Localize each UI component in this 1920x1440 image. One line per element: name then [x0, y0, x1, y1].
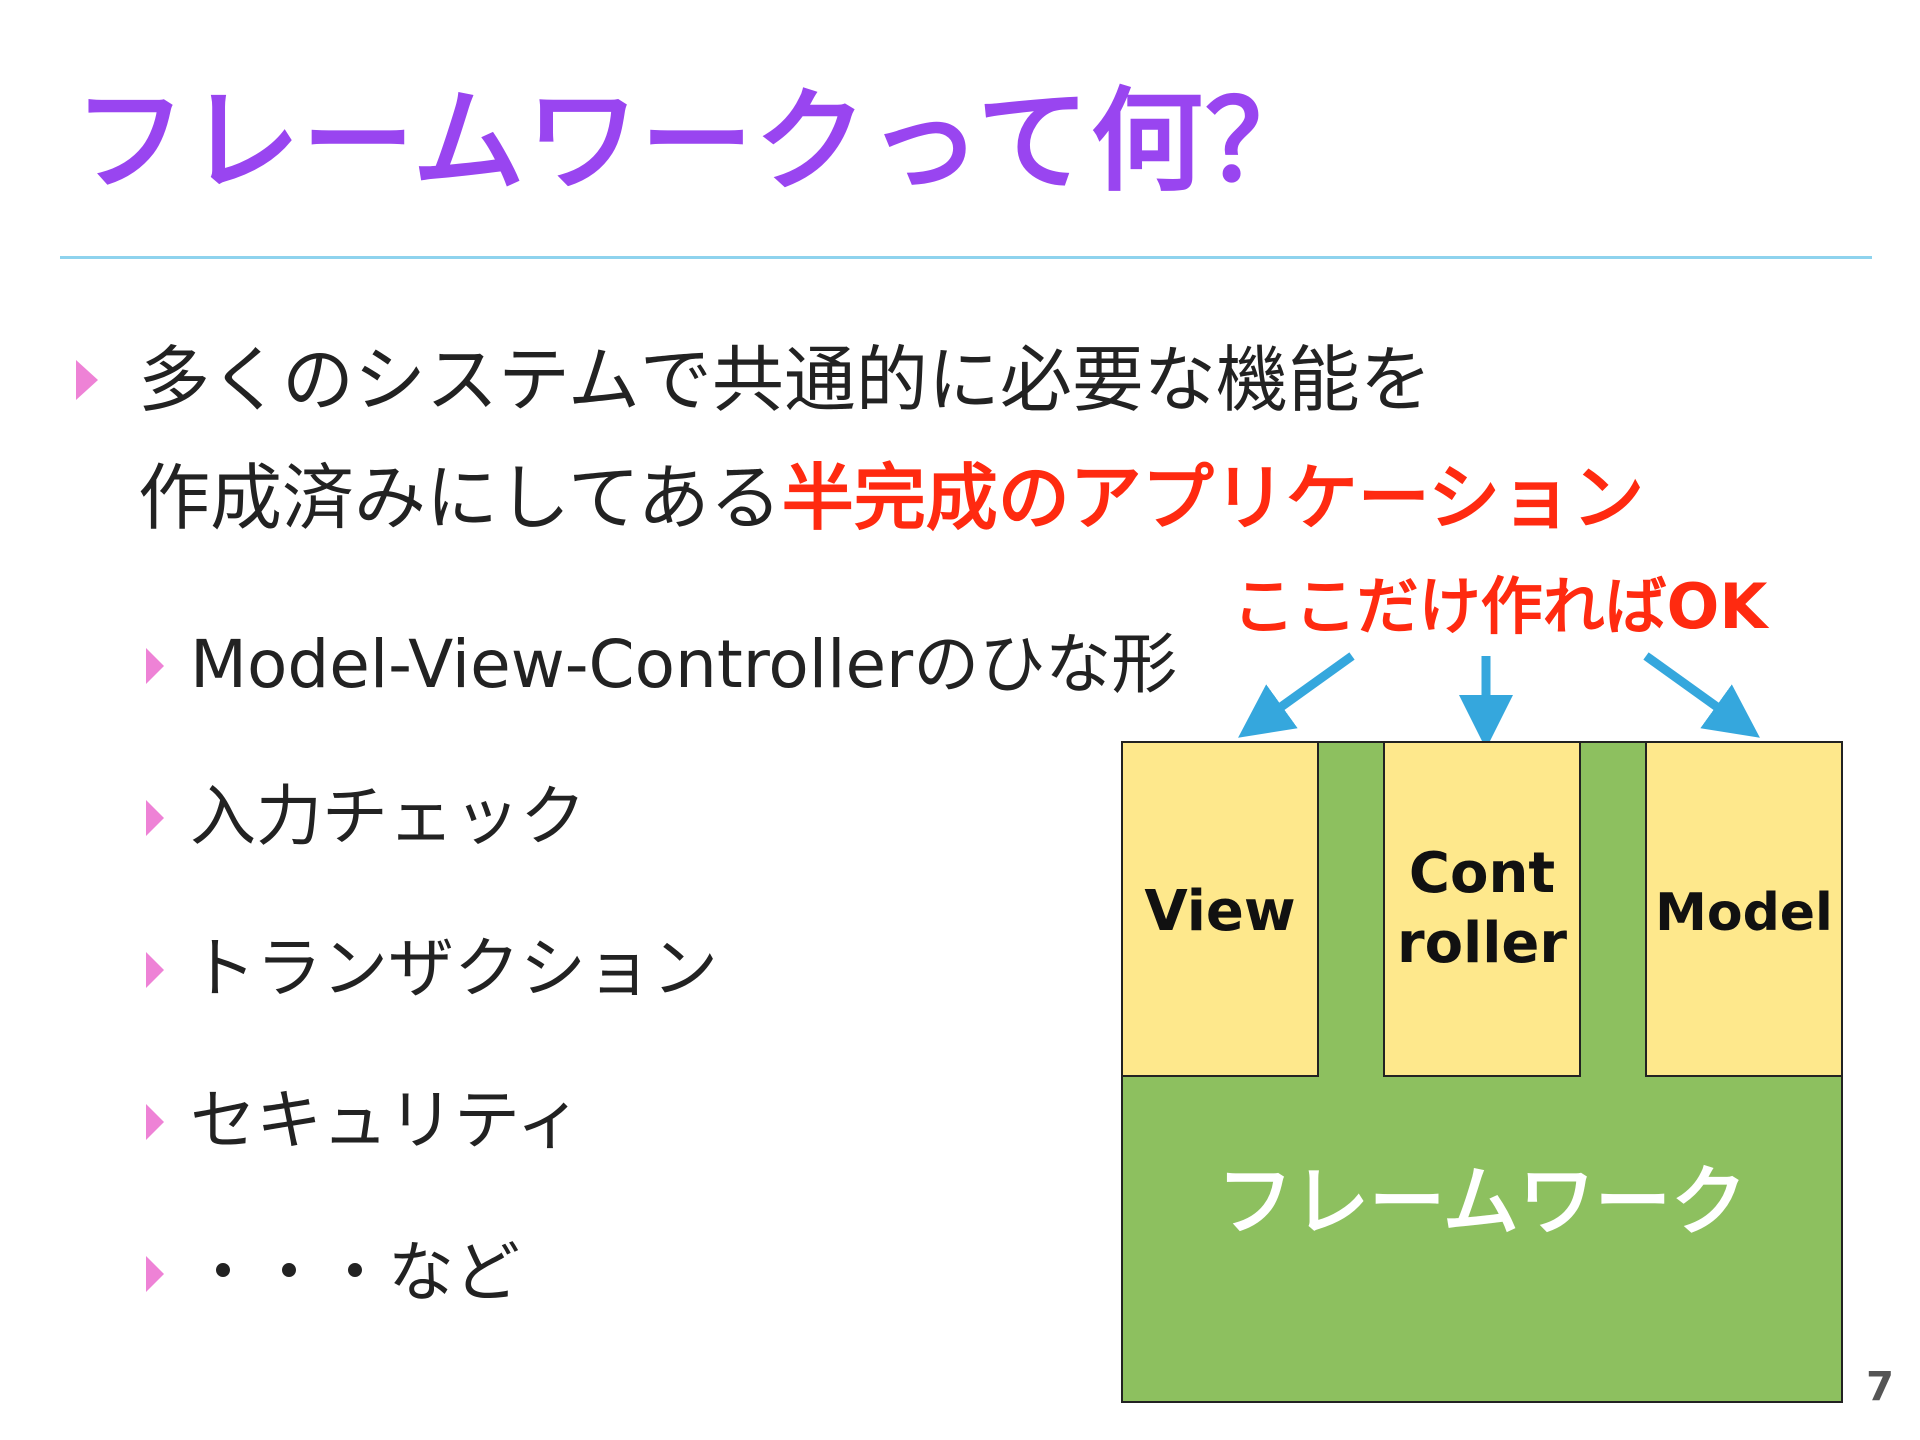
sub-bullet-validation: 入力チェック [146, 772, 1146, 862]
sub-bullet-label: ・・・など [190, 1234, 520, 1311]
slide-title: フレームワークって何？ [74, 77, 1320, 207]
view-label: View [1144, 879, 1295, 944]
sub-bullet-transaction: トランザクション [146, 924, 1146, 1014]
view-box [1121, 741, 1319, 1077]
arrow-to-model-icon [1643, 652, 1760, 738]
bullet-marker-icon [146, 648, 164, 684]
main-bullet-highlight: 半完成のアプリケーション [781, 456, 1645, 540]
arrow-to-view-icon [1238, 652, 1355, 738]
bullet-marker-icon [146, 800, 164, 836]
main-bullet-line-1: 多くのシステムで共通的に必要な機能を [138, 338, 1432, 422]
bullet-marker-icon [146, 952, 164, 988]
sub-bullet-label: トランザクション [190, 930, 718, 1007]
controller-box [1383, 741, 1581, 1077]
title-divider [60, 256, 1872, 259]
main-bullet-line-2-prefix: 作成済みにしてある [138, 456, 782, 540]
sub-bullet-etc: ・・・など [146, 1228, 1146, 1318]
diagram-callout: ここだけ作ればOK [1233, 570, 1770, 643]
controller-label-line-2: roller [1397, 911, 1567, 976]
sub-bullet-mvc: Model-View-Controllerのひな形 [146, 620, 1177, 710]
sub-bullet-label: セキュリティ [190, 1082, 583, 1159]
sub-bullet-security: セキュリティ [146, 1076, 1146, 1166]
page-number: 7 [1866, 1364, 1894, 1410]
framework-label: フレームワーク [1217, 1157, 1747, 1246]
bullet-marker-icon [76, 360, 98, 400]
main-bullet-line-2: 作成済みにしてある半完成のアプリケーション [138, 448, 1644, 548]
model-label: Model [1655, 883, 1833, 943]
sub-bullet-label: Model-View-Controllerのひな形 [190, 626, 1178, 703]
bullet-marker-icon [146, 1256, 164, 1292]
sub-bullet-label: 入力チェック [190, 778, 586, 855]
controller-label-line-1: Cont [1409, 841, 1555, 906]
bullet-marker-icon [146, 1104, 164, 1140]
model-box [1645, 741, 1843, 1077]
